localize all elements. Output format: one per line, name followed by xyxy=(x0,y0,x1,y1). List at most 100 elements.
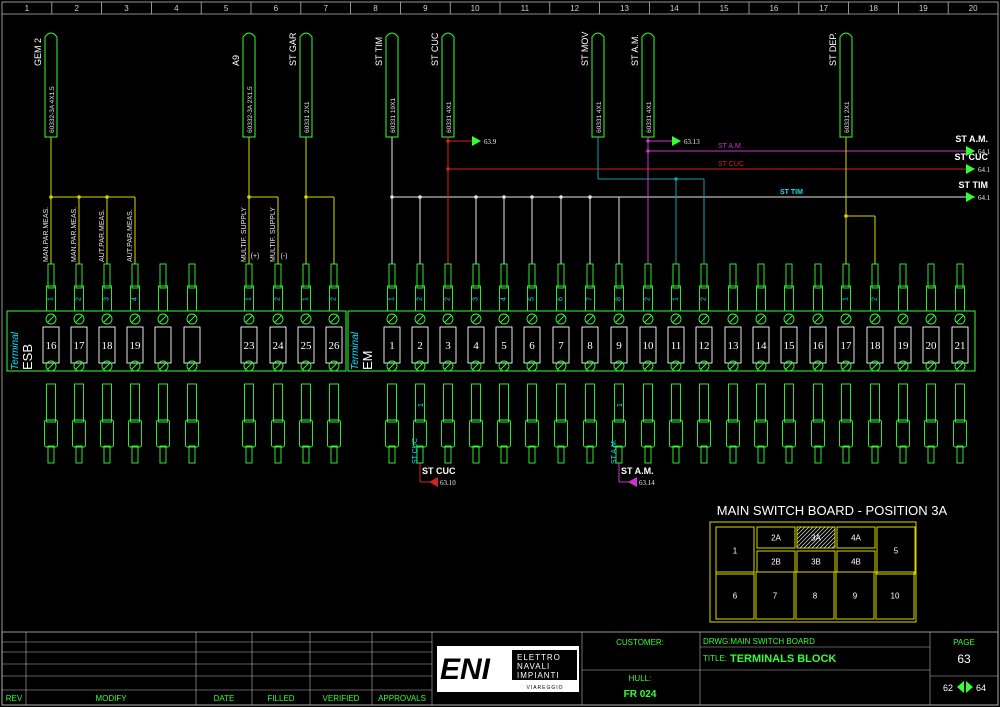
wire-number: 2 xyxy=(275,297,282,301)
terminal-bottom-lead xyxy=(899,445,907,464)
signal-small-label: ST A.M. xyxy=(611,439,618,464)
screw-icon xyxy=(698,313,710,325)
position-cell-label: 4A xyxy=(851,534,861,543)
terminal-top-lead xyxy=(274,263,282,289)
arrow-right-icon xyxy=(472,136,481,146)
screw-slot xyxy=(188,362,196,370)
esb-terminal: 226 xyxy=(325,263,343,464)
terminal-bottom-lead xyxy=(274,445,282,464)
screw-icon xyxy=(642,360,654,372)
screw-slot xyxy=(416,315,424,323)
terminal-bottom-lead xyxy=(729,445,737,464)
junction-dot xyxy=(304,195,308,199)
screw-icon xyxy=(840,313,852,325)
signal-name: ST A.M. xyxy=(621,466,654,476)
terminal-bottom-lead xyxy=(615,445,623,464)
em-terminal: 218 xyxy=(866,263,884,464)
terminal-bottom-lead xyxy=(500,445,508,464)
grid-number: 1 xyxy=(25,4,30,13)
terminal-bottom-clamp xyxy=(46,383,56,423)
terminal-bottom-clamp xyxy=(699,383,709,423)
screw-icon xyxy=(300,313,312,325)
hatch-line xyxy=(807,526,830,549)
cable-outline xyxy=(242,32,256,138)
terminal-bottom-sleeve xyxy=(525,419,539,448)
screw-slot xyxy=(131,362,139,370)
esb-strip-body xyxy=(6,310,347,372)
cable-8: ST DEP.60331 2X1 xyxy=(828,32,853,138)
screw-slot xyxy=(472,315,480,323)
terminal-top-clamp xyxy=(244,285,254,312)
terminal-number: 17 xyxy=(74,340,86,352)
junction-dot xyxy=(446,167,450,171)
screw-icon xyxy=(727,313,739,325)
terminal-bottom-lead xyxy=(842,445,850,464)
terminal-bottom-clamp xyxy=(415,383,425,423)
em-terminal: 11 xyxy=(383,263,401,464)
terminal-top-lead xyxy=(330,263,338,289)
terminal-top-lead xyxy=(644,263,652,289)
terminal-top-clamp xyxy=(955,285,965,312)
page-number: 63 xyxy=(957,652,971,666)
terminal-bottom-clamp xyxy=(499,383,509,423)
terminal-number-box xyxy=(70,326,88,364)
terminal-number-box xyxy=(552,326,570,364)
terminal-number: 18 xyxy=(870,340,882,352)
terminal-bottom-clamp xyxy=(527,383,537,423)
terminal-top-clamp xyxy=(329,285,339,312)
screw-slot xyxy=(729,362,737,370)
terminal-number-box xyxy=(183,326,201,364)
terminal-number: 23 xyxy=(244,340,256,352)
terminal-bottom-sleeve xyxy=(669,419,683,448)
grid-number: 9 xyxy=(423,4,428,13)
junction-dot xyxy=(559,195,563,199)
position-cell xyxy=(836,526,876,549)
terminal-number-box xyxy=(467,326,485,364)
terminal-number-box xyxy=(240,326,258,364)
drawing-name: DRWG:MAIN SWITCH BOARD xyxy=(703,637,815,646)
terminal-bottom-sleeve xyxy=(72,419,86,448)
terminal-bottom-lead xyxy=(131,445,139,464)
screw-icon xyxy=(526,313,538,325)
terminal-top-lead xyxy=(586,263,594,289)
wire-number: 2 xyxy=(701,297,708,301)
terminal-number: 16 xyxy=(813,340,825,352)
screw-icon xyxy=(642,313,654,325)
terminal-number-box xyxy=(809,326,827,364)
screw-slot xyxy=(159,362,167,370)
grid-number: 10 xyxy=(471,4,480,13)
screw-slot xyxy=(557,362,565,370)
screw-icon xyxy=(414,360,426,372)
terminal-number-box xyxy=(126,326,144,364)
em-terminal: 15 xyxy=(780,263,798,464)
screw-icon xyxy=(954,313,966,325)
cable-outline xyxy=(441,32,455,138)
wire-number: 1 xyxy=(389,297,396,301)
screw-icon xyxy=(555,313,567,325)
em-terminal-word: Terminal xyxy=(350,331,361,370)
screw-slot xyxy=(672,362,680,370)
terminal-bottom-lead xyxy=(528,445,536,464)
terminal-bottom-sleeve xyxy=(327,419,341,448)
screw-slot xyxy=(700,362,708,370)
logo-mark: ENI xyxy=(440,653,491,686)
cable-name: ST MOV xyxy=(580,32,590,66)
screw-slot xyxy=(814,362,822,370)
arrow-right-icon xyxy=(966,146,975,156)
next-page: 64 xyxy=(976,683,986,693)
terminal-number-box xyxy=(837,326,855,364)
terminal-bottom-sleeve xyxy=(583,419,597,448)
screw-icon xyxy=(470,313,482,325)
screw-slot xyxy=(785,315,793,323)
junction-dot xyxy=(49,195,53,199)
grid-number: 3 xyxy=(124,4,129,13)
terminal-number: 15 xyxy=(784,340,796,352)
terminal-bottom-clamp xyxy=(158,383,168,423)
terminal-bottom-sleeve xyxy=(697,419,711,448)
screw-slot xyxy=(871,315,879,323)
screw-icon xyxy=(783,360,795,372)
terminal-number: 11 xyxy=(671,340,682,352)
logo-text: NAVALI xyxy=(517,662,550,671)
cable-name: ST A.M. xyxy=(630,34,640,66)
